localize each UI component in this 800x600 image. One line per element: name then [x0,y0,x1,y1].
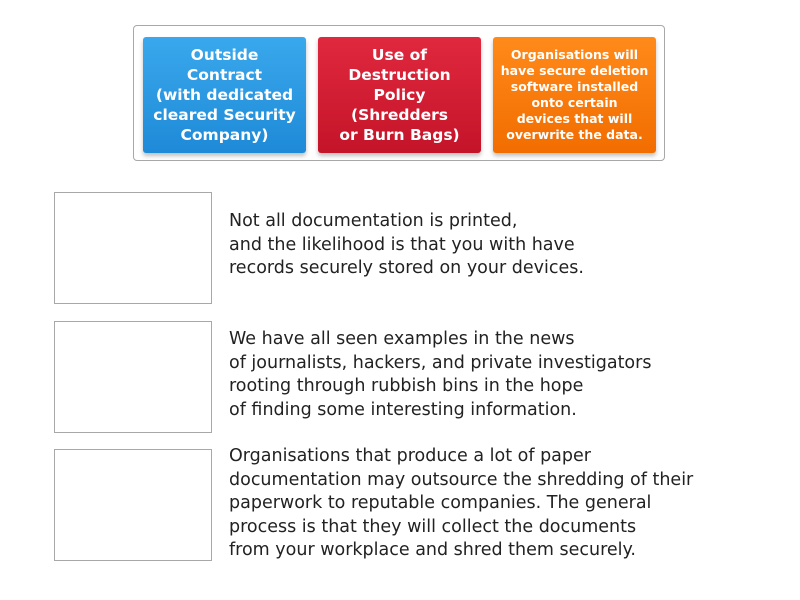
tile-line: Outside [190,46,259,64]
desc-line: Not all documentation is printed, [229,211,518,231]
drop-zone-3[interactable] [54,449,212,561]
desc-line: rooting through rubbish bins in the hope [229,376,584,397]
tile-line: (Shredders [350,106,448,124]
drop-zone-1[interactable] [54,192,212,304]
tile-line: Policy [373,86,426,104]
tile-outside-contract[interactable]: Outside Contract (with dedicated cleared… [143,37,306,153]
row-2-description: We have all seen examples in the news of… [229,328,651,422]
tile-line: Contract [186,66,263,84]
desc-line: Organisations that produce a lot of pape… [229,446,591,466]
desc-line: documentation may outsource the shreddin… [229,469,694,490]
row-1-description: Not all documentation is printed, and th… [229,210,584,281]
desc-line: of journalists, hackers, and private inv… [229,352,652,373]
tile-line: Organisations will [510,47,639,62]
desc-line: and the likelihood is that you with have [229,234,575,255]
desc-line: of finding some interesting information. [229,399,577,420]
tile-line: cleared Security [153,106,296,124]
tile-line: have secure deletion [500,63,649,78]
tile-line: (with dedicated [155,86,294,104]
tile-line: Destruction [348,66,451,84]
tile-secure-deletion[interactable]: Organisations will have secure deletion … [493,37,656,153]
desc-line: from your workplace and shred them secur… [229,540,636,561]
tile-line: Company) [180,126,269,144]
row-3-description: Organisations that produce a lot of pape… [229,445,693,563]
desc-line: records securely stored on your devices. [229,258,584,279]
answer-tray: Outside Contract (with dedicated cleared… [133,25,665,161]
tile-line: Use of [371,46,428,64]
tile-line: or Burn Bags) [339,126,460,144]
desc-line: We have all seen examples in the news [229,329,575,349]
desc-line: process is that they will collect the do… [229,516,637,537]
tile-line: software installed [510,79,639,94]
tile-destruction-policy[interactable]: Use of Destruction Policy (Shredders or … [318,37,481,153]
tile-line: overwrite the data. [506,127,643,142]
tile-line: onto certain [531,95,618,110]
desc-line: paperwork to reputable companies. The ge… [229,493,652,514]
tile-line: devices that will [516,111,633,126]
drop-zone-2[interactable] [54,321,212,433]
